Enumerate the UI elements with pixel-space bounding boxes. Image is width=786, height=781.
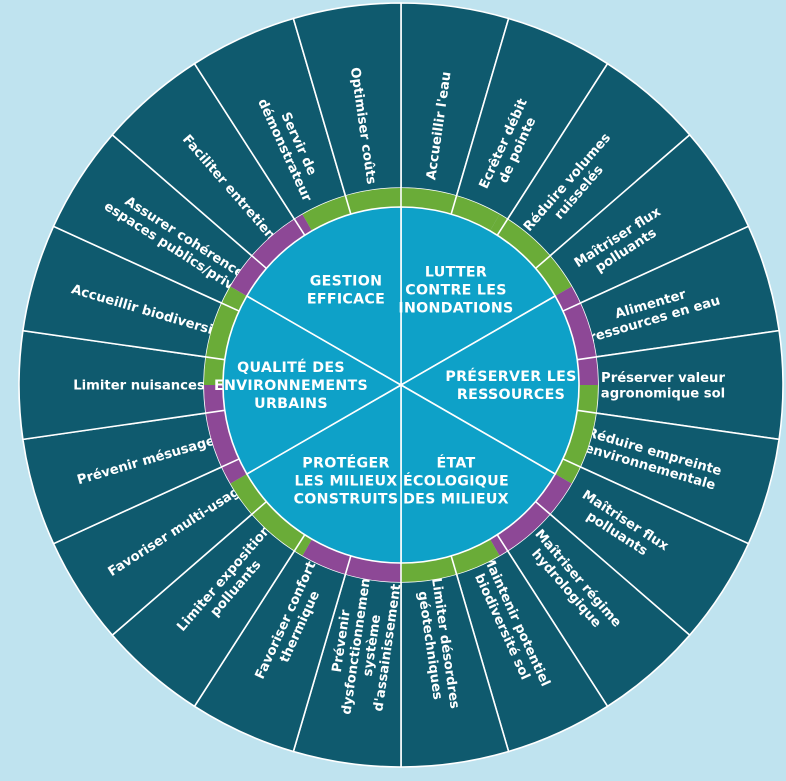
inner-theme-sector (222, 294, 403, 476)
ring-divider (577, 409, 598, 414)
green-purple-ring (204, 187, 598, 583)
ring-divider (220, 458, 240, 468)
inner-theme-sector (245, 206, 402, 387)
inner-label-line: ÉTAT (436, 454, 475, 471)
ring-arc-green (204, 286, 247, 385)
ring-divider (562, 302, 582, 312)
inner-label-line: ENVIRONNEMENTS (214, 378, 368, 394)
ring-divider (250, 500, 268, 516)
inner-label-line: RESSOURCES (457, 387, 565, 403)
ring-divider (496, 534, 509, 553)
inner-theme-label: PROTÉGER LES MILIEUX CONSTRUITS (294, 454, 399, 507)
inner-label-line: ÉCOLOGIQUE (403, 472, 509, 489)
inner-label-line: EFFICACE (307, 292, 385, 308)
inner-theme-label: GESTION EFFICACE (307, 274, 385, 308)
inner-theme-label: LUTTER CONTRE LES INONDATIONS (398, 265, 513, 317)
ring-arc-purple (555, 286, 598, 385)
inner-label-line: CONSTRUITS (294, 491, 399, 507)
ring-divider (344, 555, 352, 576)
ring-arc-green (555, 385, 598, 484)
ring-divider (534, 500, 552, 516)
ring-arc-purple (490, 474, 572, 556)
inner-theme-label: PRÉSERVER LES RESSOURCES (445, 368, 576, 403)
outer-label-line: agronomique sol (601, 386, 725, 401)
inner-theme-sector (400, 206, 557, 387)
inner-label-line: DES MILIEUX (403, 491, 509, 507)
ring-arc-green (302, 188, 401, 231)
inner-label-line: GESTION (310, 274, 383, 290)
inner-label-line: QUALITÉ DES (237, 359, 345, 376)
ring-divider (496, 217, 509, 236)
ring-divider (293, 534, 306, 553)
inner-themes-disc: LUTTER CONTRE LES INONDATIONS PRÉSERVER LES… (214, 206, 580, 564)
ring-divider (534, 254, 552, 270)
inner-theme-label: QUALITÉ DES ENVIRONNEMENTS URBAINS (214, 359, 368, 412)
ring-arc-purple (230, 214, 312, 296)
inner-label-line: PROTÉGER (302, 454, 389, 471)
ring-divider (344, 194, 352, 215)
inner-label-line: INONDATIONS (398, 301, 513, 317)
inner-label-line: PRÉSERVER LES (445, 368, 576, 385)
ring-divider (204, 409, 225, 414)
inner-label-line: LES MILIEUX (294, 473, 397, 489)
ring-divider (204, 356, 225, 361)
inner-label-line: CONTRE LES (405, 283, 507, 299)
ring-divider (250, 254, 268, 270)
outer-label-line: Préserver valeur (601, 370, 725, 386)
inner-theme-sector (400, 383, 557, 564)
ring-divider (562, 458, 582, 468)
inner-theme-sector (399, 294, 580, 476)
ring-divider (220, 302, 240, 312)
ring-divider (450, 555, 458, 576)
ring-divider (577, 356, 598, 361)
ring-arc-green (490, 214, 572, 296)
ring-arc-purple (204, 385, 247, 484)
ring-arc-green (401, 539, 500, 582)
ring-arc-green (401, 188, 500, 231)
inner-label-line: URBAINS (254, 396, 328, 412)
ring-arc-green (230, 474, 312, 556)
outer-label-line: Limiter nuisances (73, 379, 205, 394)
ring-arc-purple (302, 539, 401, 582)
inner-theme-sector (245, 383, 402, 564)
outer-segment-label: Limiter nuisances (73, 379, 205, 394)
inner-label-line: LUTTER (425, 265, 487, 281)
ring-divider (450, 194, 458, 215)
ring-divider (293, 217, 306, 236)
